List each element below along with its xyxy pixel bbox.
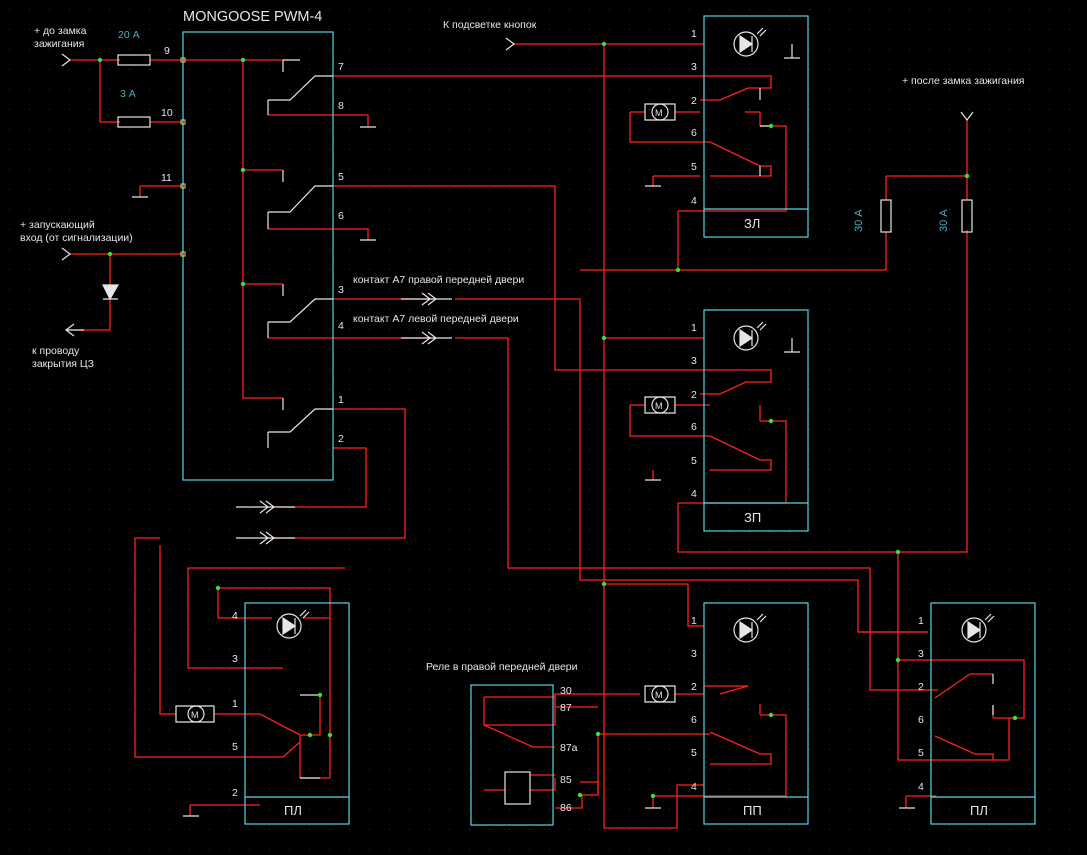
relay-box bbox=[470, 684, 554, 826]
zl-pin: 1 bbox=[691, 28, 697, 40]
module-pin-6: 6 bbox=[338, 210, 344, 222]
zp-pin: 4 bbox=[691, 488, 697, 500]
fuse-30a-right bbox=[961, 199, 973, 233]
module-pin-11: 11 bbox=[161, 172, 172, 184]
label-fuse-30-a: 30 А bbox=[853, 209, 865, 232]
pl-right-name: ПЛ bbox=[970, 803, 988, 818]
pl-left-name: ПЛ bbox=[284, 803, 302, 818]
relay-coil bbox=[504, 771, 531, 805]
pl-right-pin: 6 bbox=[918, 714, 924, 726]
door-unit-pl-right-box bbox=[930, 602, 1036, 825]
after-ignition-arrow bbox=[960, 111, 974, 121]
module-pin-5: 5 bbox=[338, 171, 344, 183]
pp-name: ПП bbox=[743, 803, 762, 818]
label-relay-caption: Реле в правой передней двери bbox=[426, 661, 578, 673]
motor-pp-glyph: M bbox=[655, 690, 663, 700]
label-contact-left: контакт А7 левой передней двери bbox=[353, 313, 519, 325]
label-lock-wire: к проводу bbox=[32, 345, 80, 357]
fuse-3a bbox=[117, 116, 151, 128]
zl-pin: 3 bbox=[691, 61, 697, 73]
pp-pin: 3 bbox=[691, 648, 697, 660]
fuse-20a bbox=[117, 54, 151, 66]
zl-pin: 4 bbox=[691, 195, 697, 207]
relay-pin-30: 30 bbox=[560, 685, 572, 697]
door-unit-zl-box bbox=[703, 15, 809, 238]
pl-left-pin: 5 bbox=[232, 741, 238, 753]
trigger-input-arrow bbox=[61, 247, 71, 261]
zp-pin: 1 bbox=[691, 322, 697, 334]
module-pin-3: 3 bbox=[338, 284, 344, 296]
label-ignition-in: + до замка bbox=[34, 25, 87, 37]
fuse-30a-left bbox=[880, 199, 892, 233]
zp-pin: 5 bbox=[691, 455, 697, 467]
zp-pin: 3 bbox=[691, 355, 697, 367]
zp-name: ЗП bbox=[744, 510, 761, 525]
backlight-arrow bbox=[505, 37, 515, 51]
pl-right-pin: 1 bbox=[918, 615, 924, 627]
pl-left-pin: 2 bbox=[232, 787, 238, 799]
zl-pin: 2 bbox=[691, 95, 697, 107]
label-backlight: К подсветке кнопок bbox=[443, 19, 537, 31]
pl-right-pin: 4 bbox=[918, 781, 924, 793]
door-unit-pp-box bbox=[703, 602, 809, 825]
module-pin-2: 2 bbox=[338, 433, 344, 445]
motor-zl-glyph: M bbox=[655, 108, 663, 118]
relay-pin-86: 86 bbox=[560, 802, 572, 814]
junction-nodes bbox=[97, 41, 1018, 799]
module-pin-7: 7 bbox=[338, 61, 344, 73]
labels: MONGOOSE PWM-4 + до замка зажигания 20 А… bbox=[20, 9, 1025, 818]
module-pin-4: 4 bbox=[338, 320, 344, 332]
label-fuse-20: 20 А bbox=[118, 29, 140, 41]
module-pin-8: 8 bbox=[338, 100, 344, 112]
diode bbox=[102, 284, 120, 301]
zp-pin: 6 bbox=[691, 421, 697, 433]
relay-pin-87: 87 bbox=[560, 702, 572, 714]
pl-left-pin: 1 bbox=[232, 698, 238, 710]
label-contact-right: контакт А7 правой передней двери bbox=[353, 274, 524, 286]
module-title: MONGOOSE PWM-4 bbox=[183, 9, 322, 25]
label-after-ignition: + после замка зажигания bbox=[902, 75, 1025, 87]
label-ignition-in-2: зажигания bbox=[34, 38, 84, 50]
pl-left-pin: 3 bbox=[232, 653, 238, 665]
symbols bbox=[61, 27, 995, 817]
door-unit-pl-left-box bbox=[244, 602, 350, 825]
label-trigger-in: + запускающий bbox=[20, 219, 95, 231]
zl-pin: 5 bbox=[691, 161, 697, 173]
label-fuse-3: 3 А bbox=[120, 88, 136, 100]
pl-right-pin: 5 bbox=[918, 747, 924, 759]
label-fuse-30-b: 30 А bbox=[938, 209, 950, 232]
pp-pin: 4 bbox=[691, 781, 697, 793]
relay-pin-87a: 87a bbox=[560, 742, 578, 754]
module-pin-9: 9 bbox=[164, 45, 170, 57]
ignition-input-arrow bbox=[61, 53, 71, 67]
motor-zp-glyph: M bbox=[655, 401, 663, 411]
pp-pin: 6 bbox=[691, 714, 697, 726]
pl-right-pin: 2 bbox=[918, 681, 924, 693]
wires bbox=[68, 43, 1025, 829]
module-pin-squares bbox=[180, 57, 186, 257]
pl-right-pin: 3 bbox=[918, 648, 924, 660]
label-trigger-in-2: вход (от сигнализации) bbox=[20, 232, 133, 244]
module-pin-1: 1 bbox=[338, 394, 344, 406]
pp-pin: 2 bbox=[691, 681, 697, 693]
pl-left-pin: 4 bbox=[232, 610, 238, 622]
label-lock-wire-2: закрытия ЦЗ bbox=[32, 358, 94, 370]
lock-wire-arrow bbox=[65, 323, 84, 337]
pp-pin: 1 bbox=[691, 615, 697, 627]
relay-pin-85: 85 bbox=[560, 774, 572, 786]
zl-pin: 6 bbox=[691, 127, 697, 139]
zp-pin: 2 bbox=[691, 389, 697, 401]
pp-pin: 5 bbox=[691, 747, 697, 759]
motor-pl-glyph: M bbox=[191, 710, 199, 720]
module-pin-10: 10 bbox=[161, 107, 173, 119]
zl-name: ЗЛ bbox=[744, 216, 760, 231]
door-unit-zp-box bbox=[703, 309, 809, 532]
